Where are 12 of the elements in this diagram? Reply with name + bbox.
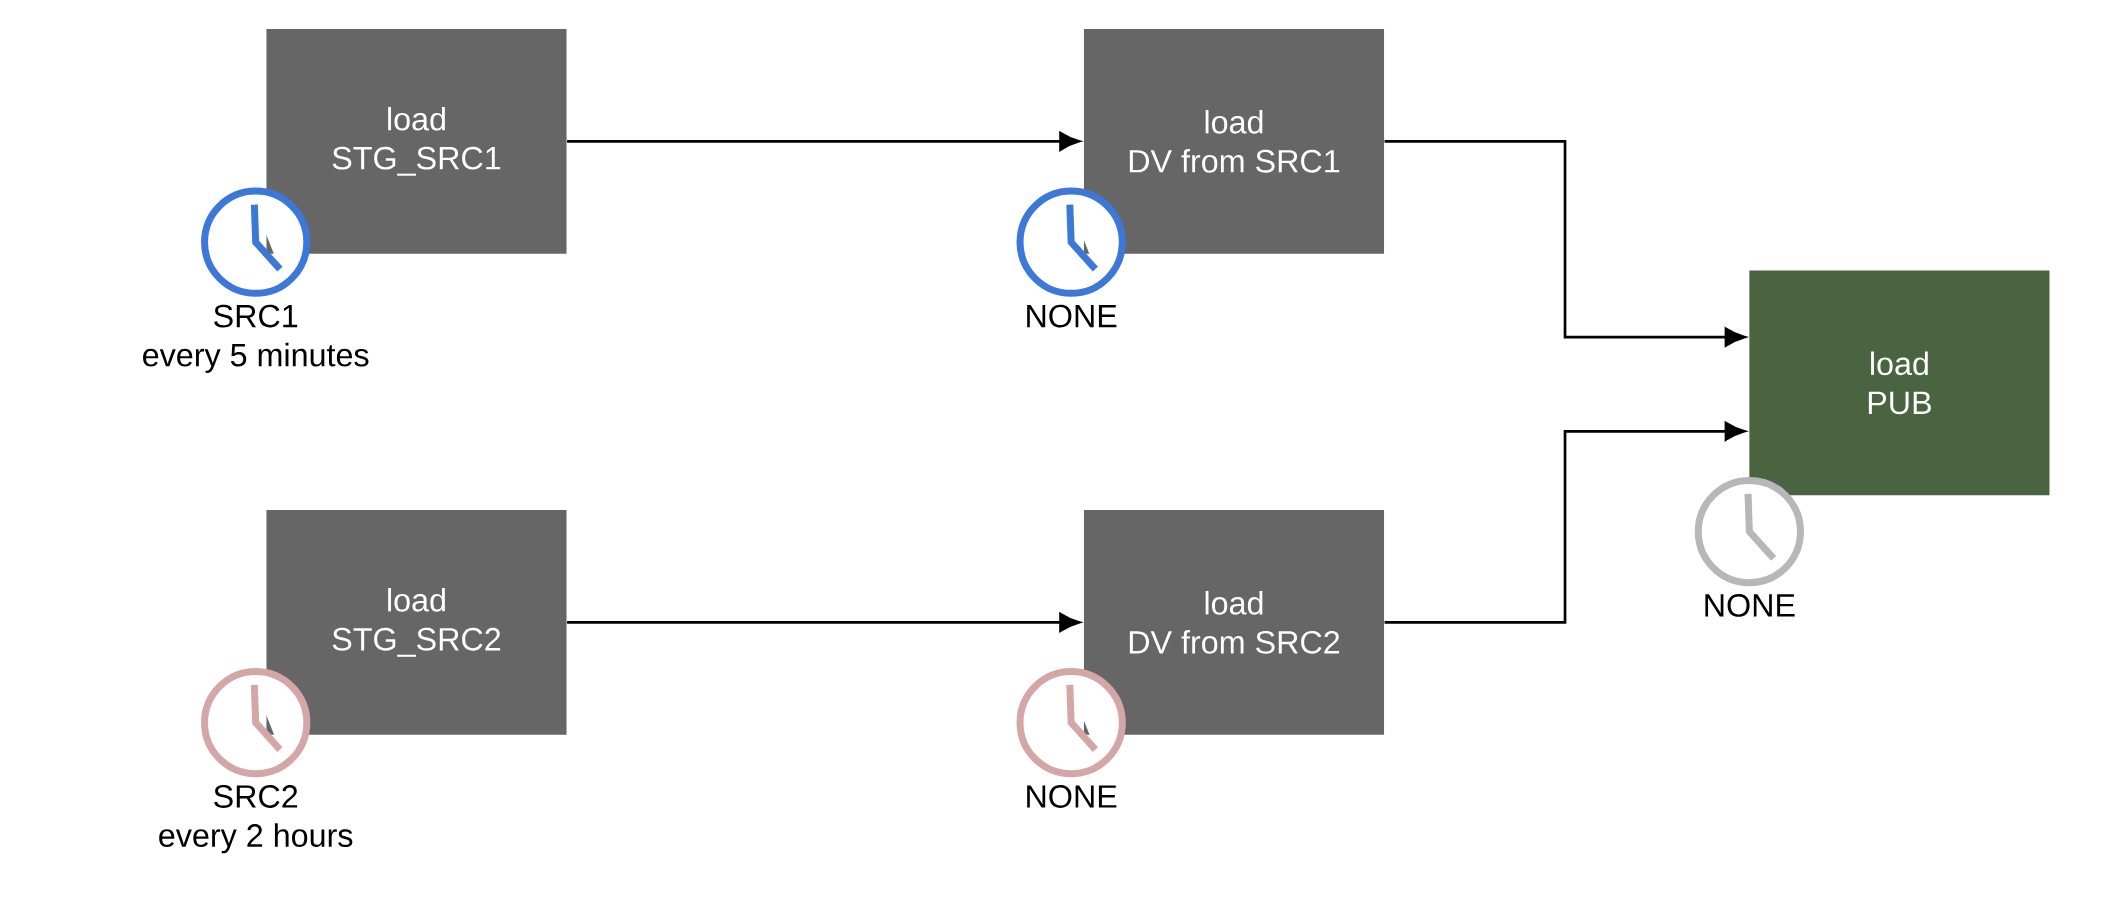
- process-box: load DV from SRC1: [1083, 28, 1385, 254]
- schedule-label: NONE: [1027, 304, 1117, 328]
- process-box: load STG_SRC1: [266, 28, 567, 254]
- process-box: load STG_SRC2: [266, 509, 567, 735]
- schedule-label: NONE: [1705, 593, 1795, 617]
- schedule-label: NONE: [1027, 784, 1117, 808]
- process-box: load DV from SRC2: [1083, 509, 1385, 735]
- arrow: [1384, 139, 1746, 347]
- process-box: load PUB: [1749, 270, 2050, 495]
- schedule-label: SRC1 every 5 minutes: [143, 304, 369, 373]
- arrow: [1384, 421, 1746, 624]
- schedule-label: SRC2 every 2 hours: [159, 784, 353, 854]
